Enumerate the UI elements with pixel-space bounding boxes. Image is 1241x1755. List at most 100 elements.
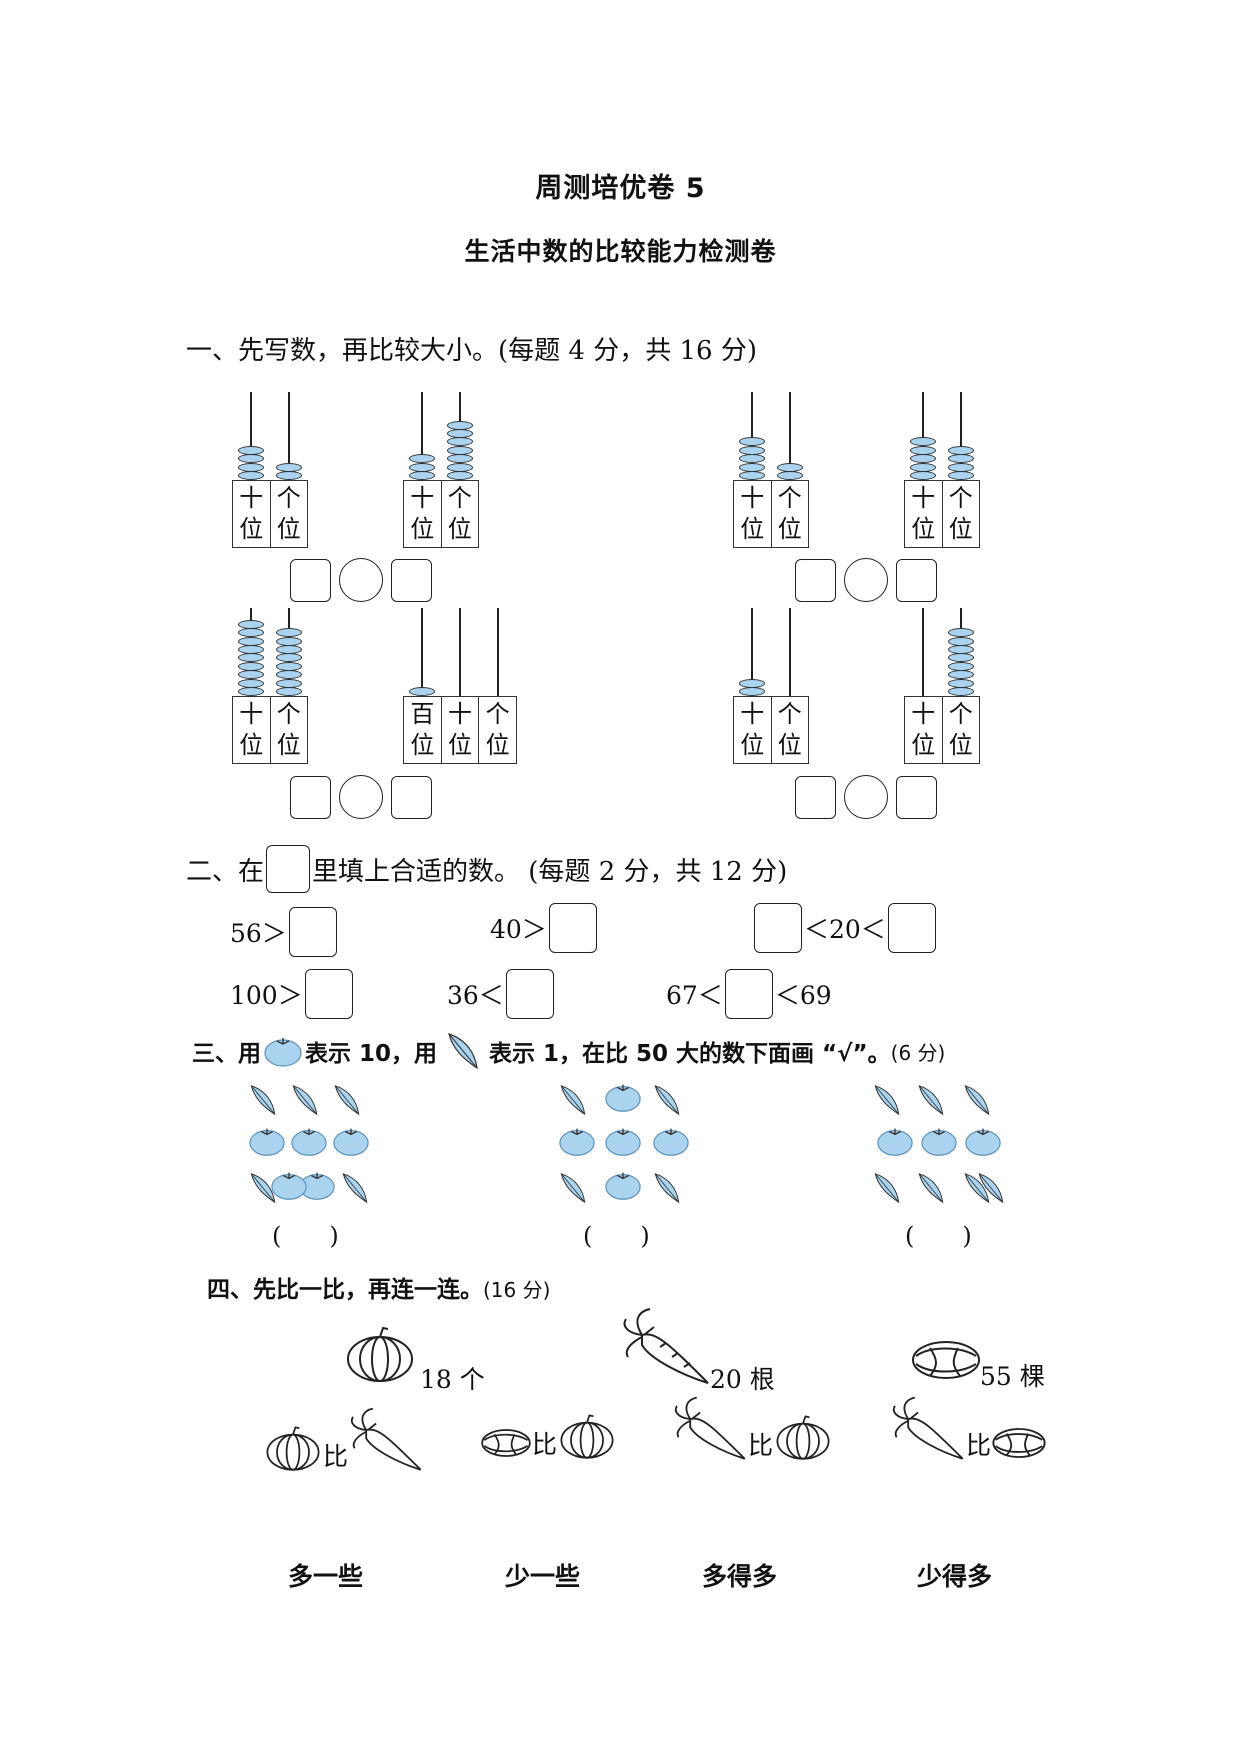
abacus-bead — [948, 628, 974, 638]
compare-carrot-cabbage: 比 — [890, 1396, 1047, 1462]
compare-row-4 — [795, 775, 937, 819]
answer-box[interactable] — [896, 775, 937, 819]
answer-word[interactable]: 多一些 — [288, 1562, 364, 1591]
answer-box[interactable] — [288, 907, 337, 957]
bi-label: 比 — [323, 1442, 349, 1471]
feather-icon — [918, 1173, 944, 1204]
compare-circle[interactable] — [844, 558, 888, 602]
abacus-rod — [922, 608, 924, 696]
answer-box[interactable] — [548, 903, 597, 953]
place-name: 个 — [948, 484, 973, 512]
place-name: 个 — [447, 484, 472, 512]
place-wei: 位 — [948, 731, 973, 759]
abacus-bead — [238, 670, 264, 680]
carrot-item — [620, 1307, 712, 1391]
tomato-icon — [249, 1128, 285, 1156]
tomato-icon — [921, 1128, 957, 1156]
abacus-bead — [777, 471, 803, 480]
place-label: 个位 — [442, 481, 479, 547]
pumpkin-count: 18 个 — [420, 1365, 485, 1394]
compare-circle[interactable] — [339, 775, 383, 819]
place-label: 个位 — [271, 481, 308, 547]
abacus-bead — [447, 462, 473, 472]
feather-icon — [342, 1173, 368, 1204]
place-name: 个 — [777, 484, 802, 512]
abacus-place-labels: 十位个位 — [232, 696, 308, 764]
section2-heading: 二、在 里填上合适的数。 (每题 2 分，共 12 分) — [186, 845, 787, 893]
answer-box[interactable] — [290, 558, 331, 602]
place-name: 个 — [948, 700, 973, 728]
place-name: 十 — [740, 484, 765, 512]
answer-box[interactable] — [724, 969, 773, 1019]
answer-box[interactable] — [505, 969, 554, 1019]
place-name: 个 — [485, 700, 510, 728]
answer-box[interactable] — [304, 969, 353, 1019]
place-wei: 位 — [239, 731, 264, 759]
place-label: 个位 — [772, 481, 809, 547]
answer-box[interactable] — [887, 903, 936, 953]
feather-icon — [560, 1173, 586, 1204]
answer-box[interactable] — [391, 558, 432, 602]
feather-icon — [250, 1173, 276, 1204]
answer-box[interactable] — [795, 558, 836, 602]
place-label: 十位 — [734, 481, 772, 547]
abacus-bead — [238, 445, 264, 455]
place-wei: 位 — [410, 515, 435, 543]
carrot-icon — [892, 1396, 964, 1460]
abacus-bead — [447, 471, 473, 480]
tomato-icon — [605, 1128, 641, 1156]
abacus-bead — [948, 462, 974, 472]
abacus-bead — [910, 462, 936, 472]
feather-icon — [292, 1085, 318, 1116]
answer-box[interactable] — [290, 775, 331, 819]
abacus-bead — [739, 437, 765, 447]
section4-heading: 四、先比一比，再连一连。(16 分) — [207, 1270, 550, 1304]
pumpkin-icon — [347, 1326, 413, 1382]
abacus-rod — [459, 608, 461, 696]
abacus-bead — [238, 454, 264, 464]
abacus-bead — [739, 445, 765, 455]
place-label: 十位 — [442, 697, 480, 763]
answer-box[interactable] — [391, 775, 432, 819]
place-label: 百位 — [404, 697, 442, 763]
compare-circle[interactable] — [844, 775, 888, 819]
feather-icon — [560, 1085, 586, 1116]
abacus-bead — [910, 471, 936, 480]
answer-box[interactable] — [896, 558, 937, 602]
ineq-5: 36＜ — [447, 969, 556, 1019]
abacus-bead — [238, 678, 264, 688]
feather-icon — [334, 1085, 360, 1116]
place-name: 个 — [276, 700, 301, 728]
answer-box[interactable] — [795, 775, 836, 819]
answer-word[interactable]: 少一些 — [505, 1562, 581, 1591]
carrot-icon — [623, 1308, 709, 1384]
answer-box[interactable] — [754, 903, 802, 953]
abacus-bead — [447, 437, 473, 447]
answer-paren[interactable]: ( ) — [905, 1222, 972, 1250]
abacus-rod — [421, 392, 423, 480]
abacus-bead — [447, 420, 473, 430]
answer-word[interactable]: 少得多 — [917, 1562, 993, 1591]
answer-paren[interactable]: ( ) — [583, 1222, 650, 1250]
place-name: 十 — [740, 700, 765, 728]
place-wei: 位 — [911, 731, 936, 759]
place-wei: 位 — [911, 515, 936, 543]
compare-row-2 — [795, 558, 937, 602]
compare-row-1 — [290, 558, 432, 602]
abacus-bead — [739, 462, 765, 472]
place-label: 十位 — [233, 697, 271, 763]
abacus-bead — [739, 454, 765, 464]
abacus-rod — [751, 392, 753, 480]
abacus-bead — [276, 678, 302, 688]
answer-word[interactable]: 多得多 — [702, 1562, 778, 1591]
compare-circle[interactable] — [339, 558, 383, 602]
abacus-bead — [948, 454, 974, 464]
section3-points: (6 分) — [890, 1040, 946, 1065]
abacus-bead — [447, 429, 473, 438]
abacus-bead — [948, 661, 974, 671]
ineq-6: 67＜＜69 — [666, 969, 832, 1019]
cabbage-icon — [912, 1341, 980, 1379]
ineq-text: 40＞ — [490, 915, 547, 944]
section3-heading-a: 三、用 — [192, 1041, 261, 1067]
answer-paren[interactable]: ( ) — [272, 1222, 339, 1250]
